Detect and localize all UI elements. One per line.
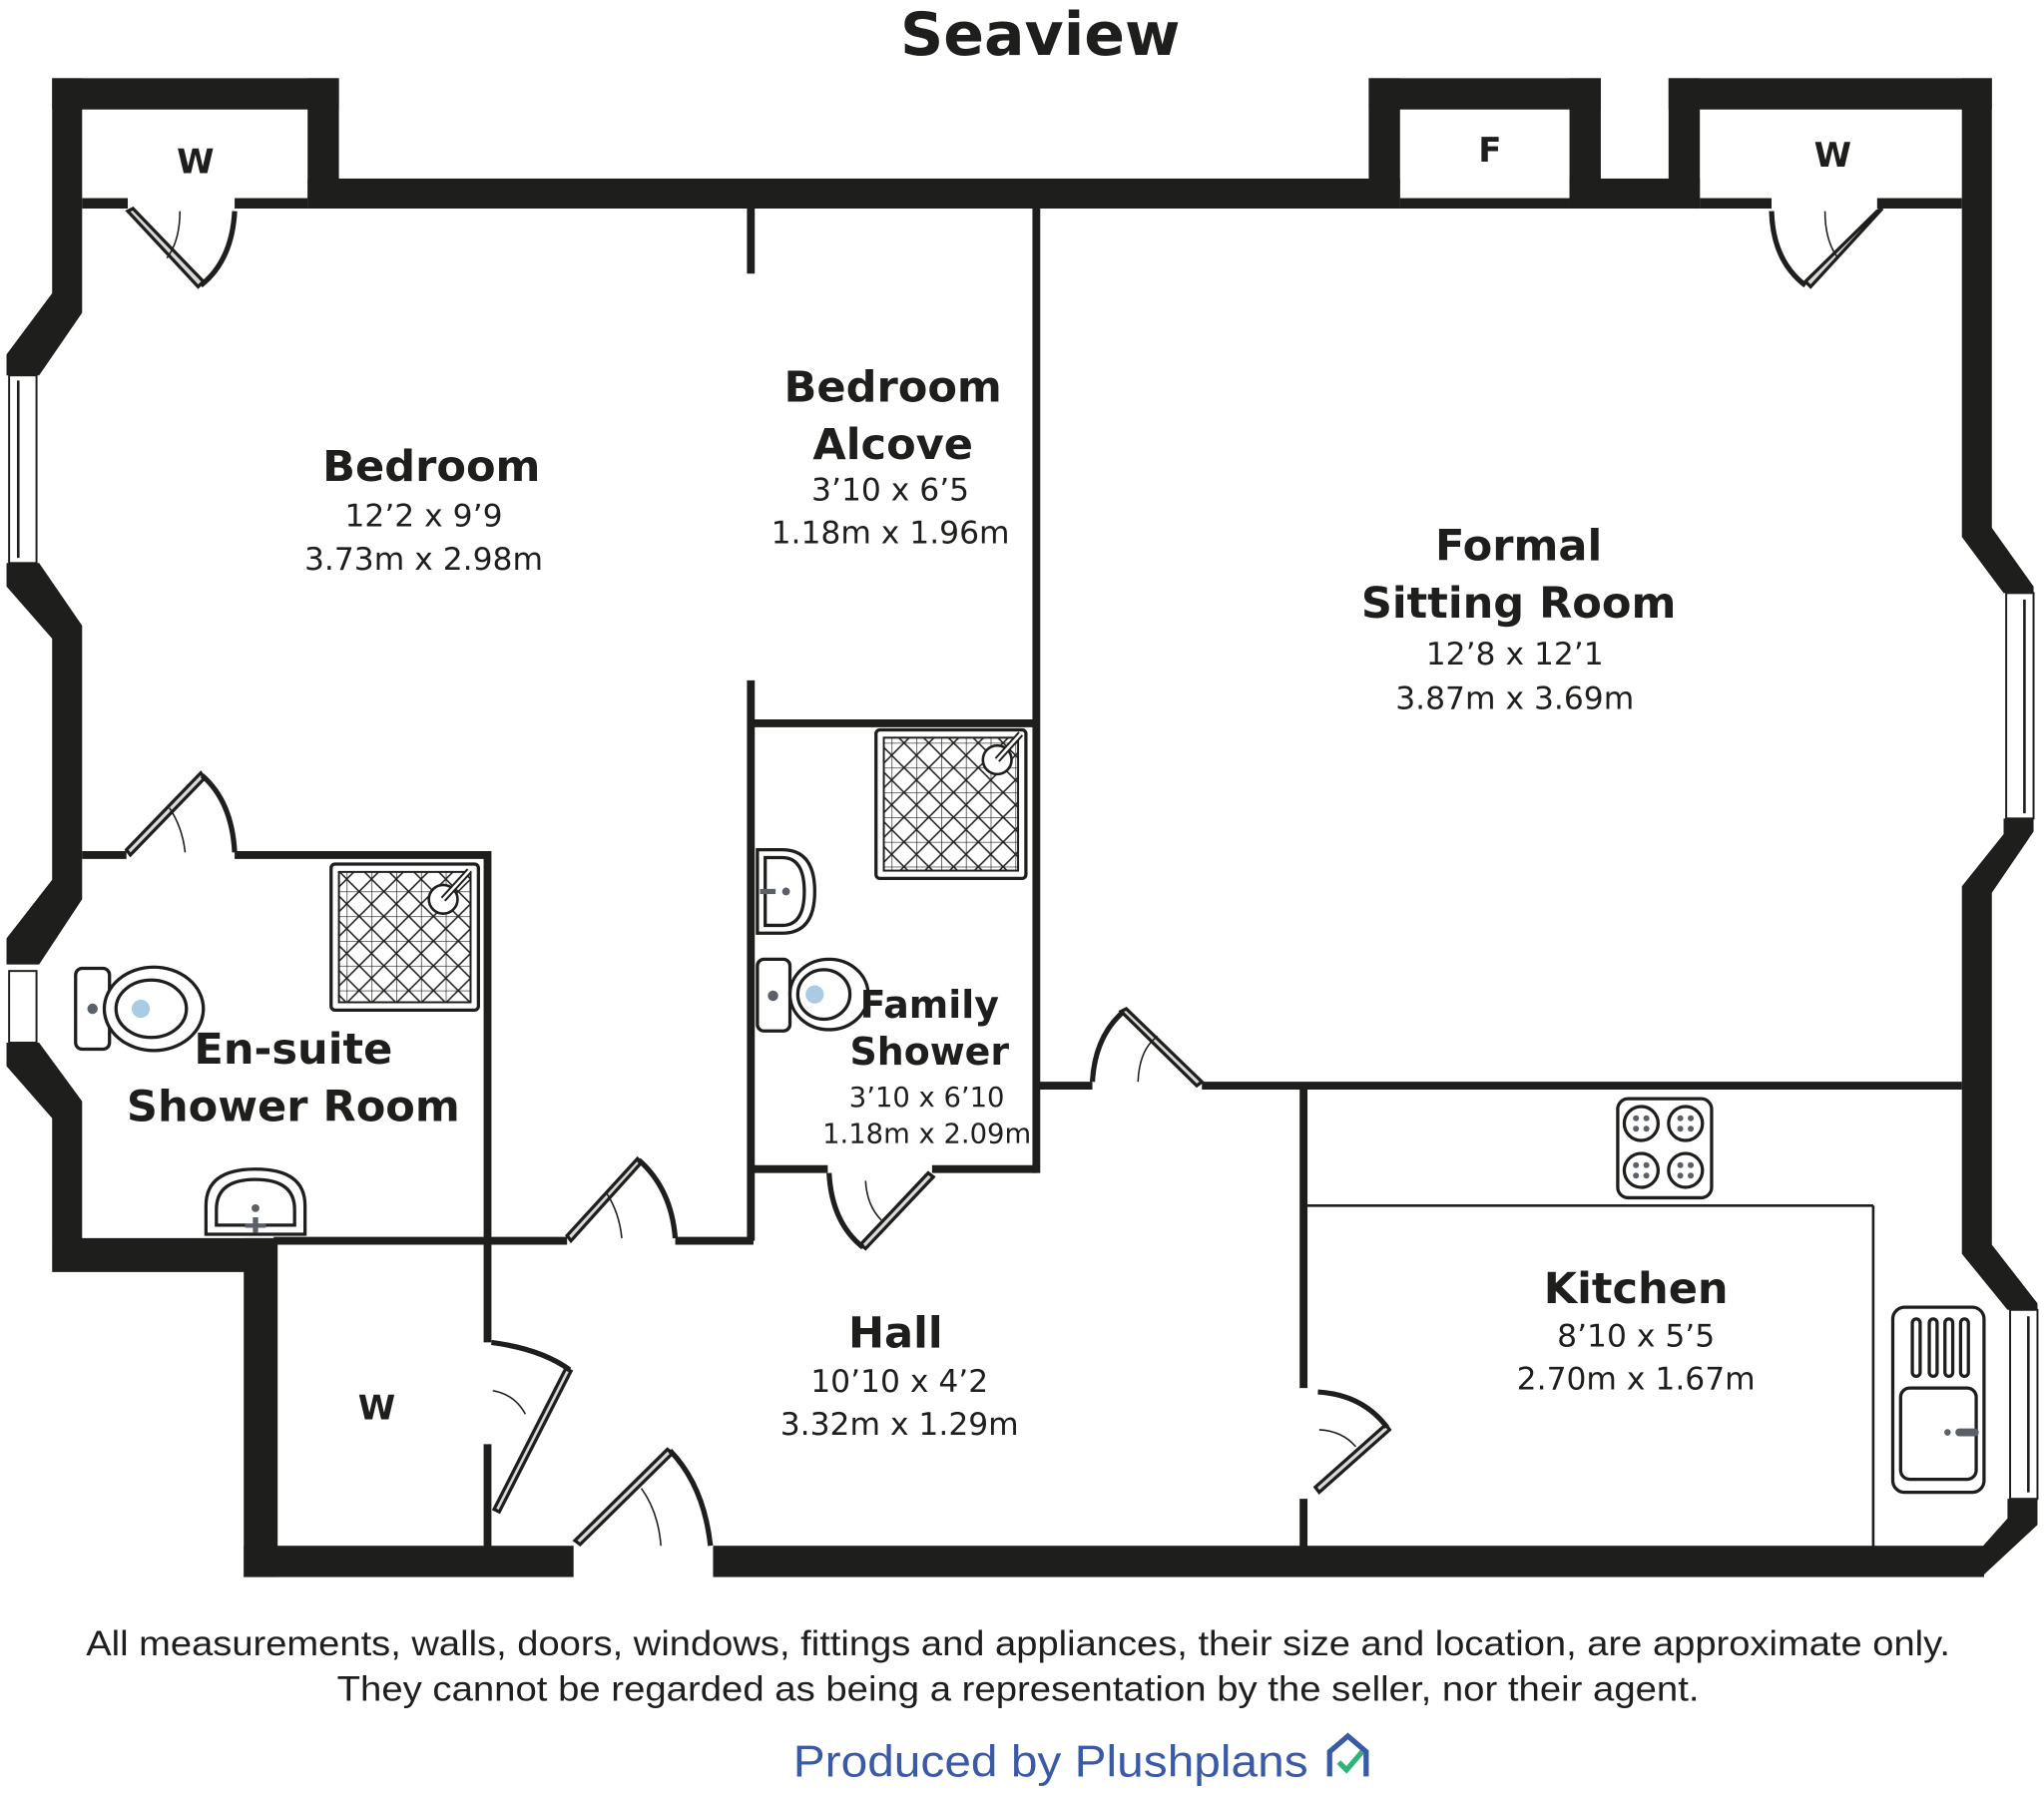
basin-family — [756, 848, 816, 935]
door-entrance[interactable] — [572, 1447, 714, 1548]
cupboard-label-f: F — [1478, 131, 1501, 171]
door-kitchen[interactable] — [1312, 1389, 1392, 1496]
shower-tray-ensuite — [329, 862, 480, 1012]
door-bedroom[interactable] — [565, 1155, 679, 1244]
room-name: Kitchen — [1544, 1264, 1729, 1314]
cupboard-label-w-hall: W — [358, 1388, 395, 1428]
room-label-formal-sitting-room: Formal Sitting Room 12’8 x 12’1 3.87m x … — [1361, 522, 1677, 717]
room-dim-imperial: 12’8 x 12’1 — [1426, 637, 1604, 673]
room-label-bedroom: Bedroom 12’2 x 9’9 3.73m x 2.98m — [304, 442, 543, 578]
toilet-ensuite — [74, 965, 206, 1053]
room-dim-metric: 1.18m x 2.09m — [822, 1120, 1031, 1150]
outer-walls — [6, 78, 2038, 1577]
room-dim-imperial: 8’10 x 5’5 — [1557, 1318, 1715, 1354]
room-dim-imperial: 12’2 x 9’9 — [344, 499, 502, 535]
room-dim-metric: 3.73m x 2.98m — [304, 542, 543, 578]
plan-title: Seaview — [900, 0, 1181, 70]
door-wardrobe-hall[interactable] — [491, 1339, 574, 1515]
disclaimer-line2: They cannot be regarded as being a repre… — [337, 1670, 1700, 1709]
room-label-family-shower: Family Shower 3’10 x 6’10 1.18m x 2.09m — [822, 983, 1031, 1149]
kitchen-sink — [1890, 1305, 1986, 1495]
room-name-line1: Family — [860, 983, 999, 1027]
credit-text: Produced by Plushplans — [793, 1737, 1308, 1786]
room-name: Bedroom — [322, 442, 540, 492]
room-name-line1: Formal — [1435, 522, 1602, 572]
room-dim-imperial: 10’10 x 4’2 — [810, 1364, 988, 1400]
house-check-icon — [1326, 1732, 1369, 1777]
room-dim-metric: 1.18m x 1.96m — [771, 516, 1010, 552]
room-name: Hall — [848, 1309, 943, 1359]
room-dim-imperial: 3’10 x 6’5 — [811, 473, 969, 509]
room-name-line1: En-suite — [194, 1025, 392, 1075]
cupboard-label-w-top-right: W — [1814, 136, 1851, 176]
window-bedroom — [8, 374, 38, 565]
room-label-en-suite-shower-room: En-suite Shower Room — [127, 1025, 460, 1131]
basin-ensuite — [204, 1167, 307, 1236]
room-dim-metric: 3.32m x 1.29m — [780, 1407, 1019, 1443]
disclaimer-line1: All measurements, walls, doors, windows,… — [86, 1624, 1950, 1663]
door-ensuite[interactable] — [124, 770, 238, 858]
room-dim-metric: 3.87m x 3.69m — [1395, 681, 1634, 717]
room-dim-imperial: 3’10 x 6’10 — [849, 1083, 1005, 1114]
room-name-line2: Shower Room — [127, 1082, 460, 1131]
door-wardrobe-top-right[interactable] — [1769, 207, 1884, 289]
room-name-line2: Sitting Room — [1361, 579, 1677, 629]
room-name-line2: Alcove — [812, 420, 973, 470]
shower-tray-family — [874, 727, 1028, 881]
window-kitchen — [2009, 1308, 2039, 1501]
room-label-kitchen: Kitchen 8’10 x 5’5 2.70m x 1.67m — [1517, 1264, 1756, 1397]
door-wardrobe-top-left[interactable] — [125, 207, 238, 289]
room-label-hall: Hall 10’10 x 4’2 3.32m x 1.29m — [780, 1309, 1019, 1444]
doors — [124, 207, 1884, 1548]
internal-walls — [82, 208, 1962, 1549]
window-sitting-room — [2005, 592, 2035, 820]
door-family-shower[interactable] — [826, 1170, 936, 1251]
room-name-line1: Bedroom — [784, 362, 1002, 412]
toilet-family — [756, 957, 870, 1033]
hob — [1616, 1097, 1714, 1200]
room-name-line2: Shower — [849, 1030, 1009, 1074]
cupboard-label-w-top-left: W — [177, 143, 214, 183]
window-ensuite — [8, 970, 38, 1044]
room-dim-metric: 2.70m x 1.67m — [1517, 1361, 1756, 1397]
room-label-bedroom-alcove: Bedroom Alcove 3’10 x 6’5 1.18m x 1.96m — [771, 362, 1010, 551]
door-sitting-room[interactable] — [1089, 1007, 1205, 1089]
